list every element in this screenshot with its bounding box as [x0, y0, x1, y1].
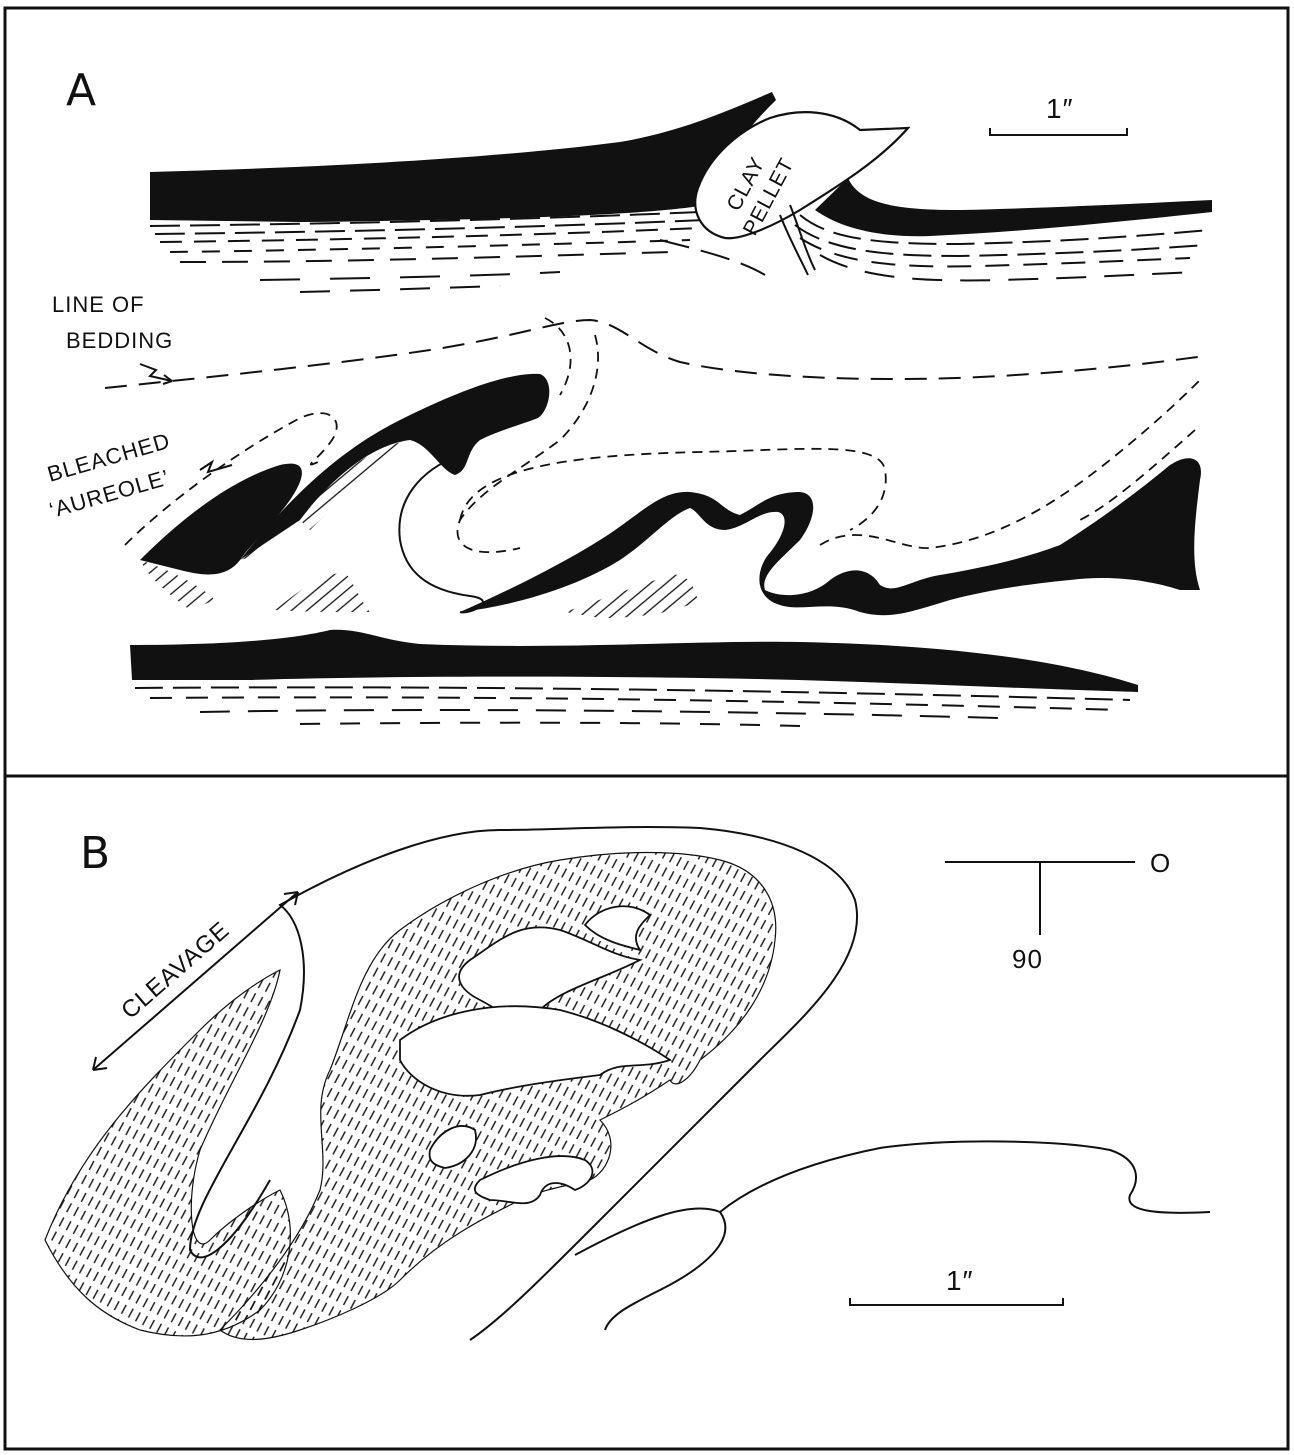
cleavage-mass-main — [220, 853, 776, 1340]
upper-laminations-left — [150, 212, 705, 292]
panel-b-scale-label: 1″ — [946, 1265, 973, 1296]
bedding-dashed-line — [105, 320, 1205, 388]
hatched-mass-2 — [565, 575, 698, 618]
orientation-label-right: O — [1150, 848, 1171, 878]
panel-a-scale-bar: 1″ — [990, 93, 1127, 136]
orientation-symbol: O 90 — [945, 848, 1171, 974]
hatched-mass-1 — [275, 572, 370, 612]
panel-a: A 1″ CLAY PELLET — [44, 65, 1212, 726]
lower-laminations — [135, 687, 1130, 726]
pellet-drag-line — [660, 240, 765, 275]
panel-b: B CLEAVAGE O 90 1″ — [45, 827, 1210, 1340]
figure-frame — [5, 8, 1288, 1449]
fold-outline — [399, 455, 483, 612]
bedding-label-line1: LINE OF — [52, 292, 145, 317]
cleavage-label: CLEAVAGE — [116, 916, 235, 1024]
lower-dark-layer — [130, 630, 1138, 692]
orientation-label-down: 90 — [1012, 944, 1043, 974]
upper-dark-layer-left — [150, 92, 776, 222]
bedding-label-line2: BEDDING — [66, 328, 173, 353]
upper-dark-layer-right — [815, 178, 1212, 236]
panel-b-scale-bar: 1″ — [850, 1265, 1063, 1306]
aureole-arrow — [200, 462, 232, 472]
panel-a-scale-label: 1″ — [1046, 93, 1073, 124]
cleavage-mass-left — [45, 970, 290, 1336]
panel-a-letter: A — [66, 65, 96, 116]
lower-right-wavy-line — [575, 1141, 1210, 1330]
panel-b-letter: B — [80, 828, 110, 879]
main-dark-band — [460, 458, 1201, 615]
